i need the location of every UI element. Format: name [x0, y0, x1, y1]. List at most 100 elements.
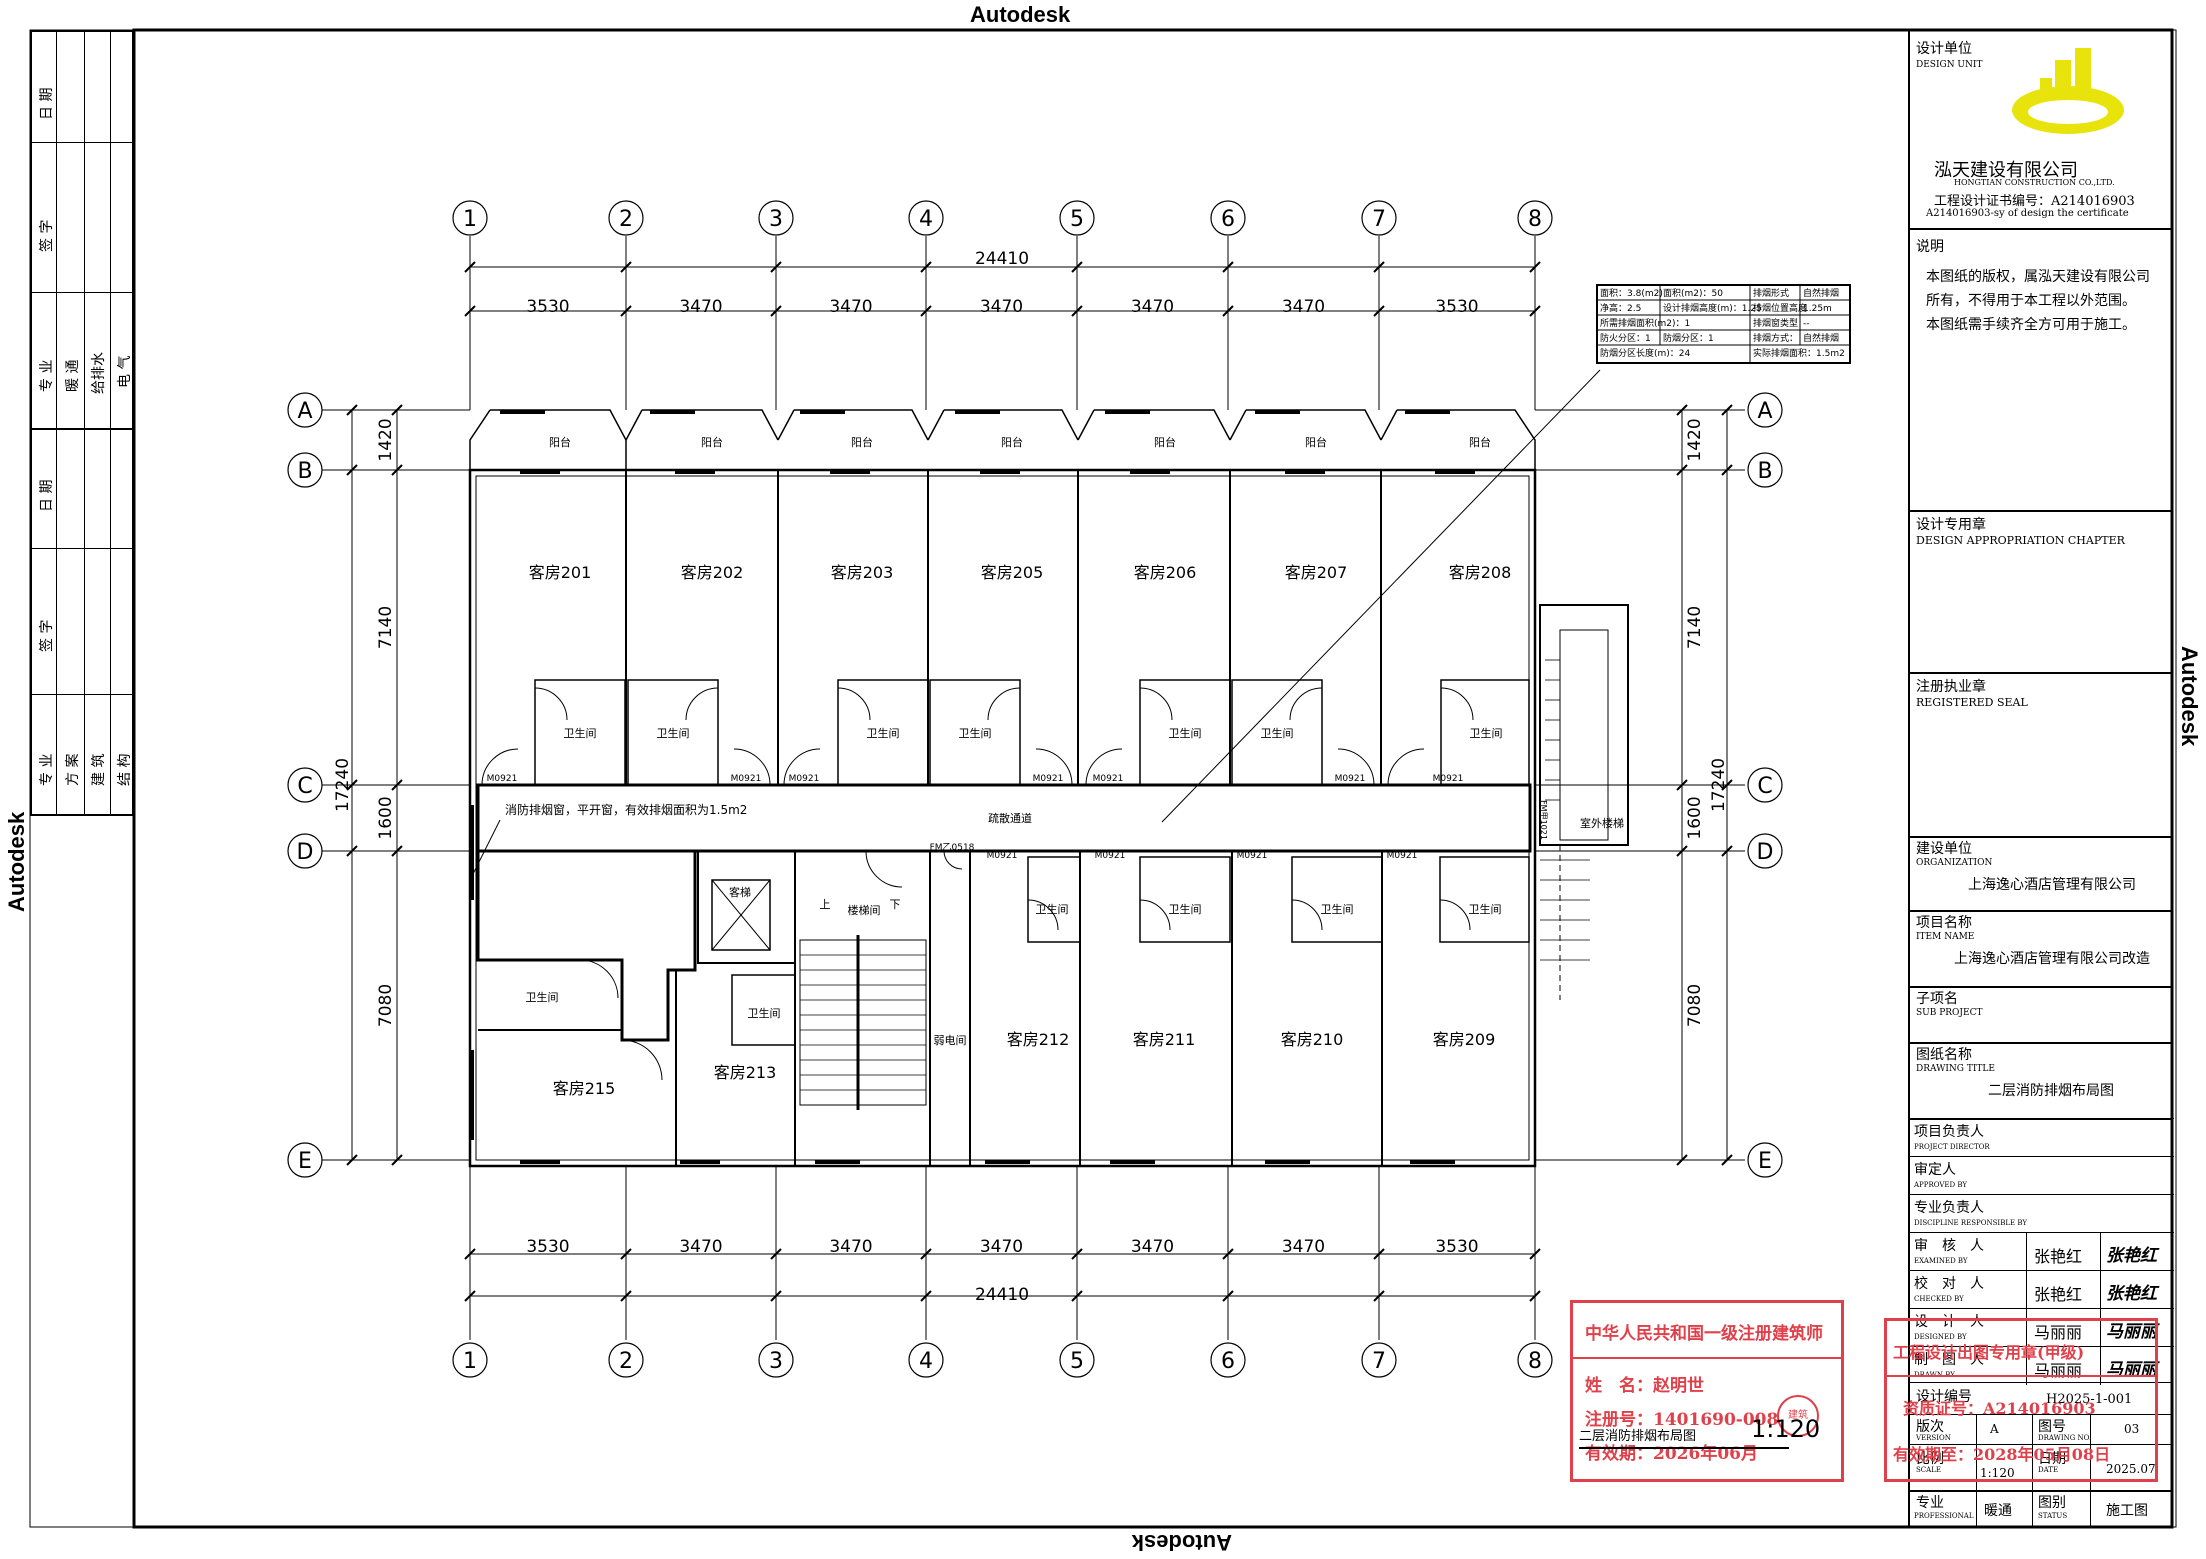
org-en: ORGANIZATION [1916, 858, 1993, 868]
role-title: 校 对 人 [1914, 1276, 1984, 1292]
sheet-label: 图号 [2038, 1419, 2066, 1435]
stamp2-line2: 资质证号：A214016903 [1903, 1399, 2096, 1418]
role-name: 马丽丽 [2034, 1323, 2083, 1342]
cert-number: 工程设计证书编号：A214016903 [1934, 194, 2135, 209]
org-value: 上海逸心酒店管理有限公司 [1968, 877, 2136, 893]
grid-bubble-left-C [287, 767, 323, 803]
role-name: 张艳红 [2034, 1247, 2083, 1266]
smoke-table-cell: 自然排烟 [1803, 287, 1839, 299]
grid-bubble-right-C [1747, 767, 1783, 803]
smoke-table-cell: 排烟窗类型 [1753, 317, 1798, 329]
bathroom-label: 卫生间 [1169, 726, 1202, 740]
door-label: M0921 [487, 774, 518, 784]
room-label-south: 客房210 [1281, 1030, 1344, 1049]
grid-bubble-left-E [287, 1142, 323, 1178]
grid-label-bottom: 5 [1070, 1349, 1084, 1374]
smoke-table-cell: 防烟分区长度(m)：24 [1600, 347, 1691, 359]
grid-label-top: 8 [1528, 207, 1542, 232]
grid-bubble-top-5 [1059, 200, 1095, 236]
chapter-en: DESIGN APPROPRIATION CHAPTER [1916, 534, 2125, 547]
door-label: M0921 [1237, 851, 1268, 861]
grid-label-top: 1 [463, 207, 477, 232]
code-label: 设计编号 [1916, 1389, 1972, 1405]
drawing-title-value: 二层消防排烟布局图 [1988, 1083, 2114, 1099]
smoke-table-cell: 排烟形式 [1753, 287, 1789, 299]
room-label-213: 客房213 [714, 1063, 777, 1082]
prof-en: PROFESSIONAL [1914, 1512, 1974, 1520]
door-label: M0921 [789, 774, 820, 784]
room-label-north: 客房205 [981, 563, 1044, 582]
balcony-label: 阳台 [1001, 435, 1023, 449]
stamp2-line1: 工程设计出图专用章(甲级) [1893, 1343, 2085, 1362]
dim-bottom-span: 3470 [1131, 1237, 1174, 1257]
smoke-table-cell: 所需排烟面积(m2)：1 [1600, 317, 1690, 329]
smoke-table-cell: 面积：3.8(m2) [1600, 287, 1663, 299]
smoke-table-cell: 净高：2.5 [1600, 302, 1641, 314]
door-label-fm: FM乙0518 [930, 842, 975, 853]
status-label: 图别 [2038, 1495, 2066, 1511]
grid-label-top: 5 [1070, 207, 1084, 232]
dim-top-span: 3530 [1435, 297, 1478, 317]
version-label: 版次 [1916, 1419, 1944, 1435]
room-label-north: 客房208 [1449, 563, 1512, 582]
dim-right-span: 7080 [1685, 984, 1705, 1027]
room-label-north: 客房202 [681, 563, 744, 582]
bathroom-label: 卫生间 [1036, 902, 1069, 916]
grid-bubble-bottom-4 [908, 1342, 944, 1378]
scale-value: 1:120 [1980, 1466, 2015, 1480]
smoke-table-cell: 设计排烟高度(m)：1.25 [1663, 302, 1762, 314]
role-title: 项目负责人 [1914, 1124, 1984, 1140]
grid-bubble-bottom-1 [452, 1342, 488, 1378]
bathroom-label: 卫生间 [564, 726, 597, 740]
door-label: M0921 [1033, 774, 1064, 784]
grid-label-right: C [1757, 774, 1772, 799]
grid-label-left: B [297, 459, 312, 484]
stair-label: 楼梯间 [848, 903, 881, 917]
grid-bubble-top-8 [1517, 200, 1553, 236]
version-en: VERSION [1916, 1434, 1951, 1442]
bathroom-label: 卫生间 [526, 990, 559, 1004]
scale-en: SCALE [1916, 1466, 1941, 1474]
watermark-top: Autodesk [970, 2, 1071, 27]
item-value: 上海逸心酒店管理有限公司改造 [1954, 951, 2150, 967]
role-title: 专业负责人 [1914, 1200, 1984, 1216]
weak-room-label: 弱电间 [934, 1034, 967, 1047]
dim-left-span: 1420 [376, 418, 396, 461]
notes-line-3: 本图纸需手续齐全方可用于施工。 [1926, 317, 2136, 333]
stamp-name: 姓 名：赵明世 [1585, 1376, 1704, 1396]
cert-en: A214016903-sy of design the certificate [1926, 208, 2129, 219]
dim-left-span: 7140 [376, 606, 396, 649]
grid-bubble-left-B [287, 452, 323, 488]
smoke-table-cell: 1.25m [1803, 304, 1832, 314]
smoke-table-cell: 排烟位置高度 [1753, 302, 1807, 314]
dim-overall-top: 24410 [975, 249, 1029, 269]
status-value: 施工图 [2106, 1503, 2148, 1519]
dim-top-span: 3470 [679, 297, 722, 317]
grid-label-bottom: 7 [1372, 1349, 1386, 1374]
prof-label: 专业 [1916, 1495, 1944, 1511]
door-label-stair: FM甲1021 [1539, 800, 1548, 840]
sub-label: 子项名 [1916, 991, 1958, 1007]
date-value: 2025.07 [2106, 1462, 2156, 1476]
grid-bubble-top-7 [1361, 200, 1397, 236]
grid-label-left: A [297, 399, 312, 424]
prof-value: 暖通 [1984, 1503, 2012, 1519]
balcony-label: 阳台 [1469, 435, 1491, 449]
dim-bottom-span: 3470 [1282, 1237, 1325, 1257]
corridor-label: 疏散通道 [988, 811, 1032, 825]
grid-label-left: D [297, 840, 314, 865]
grid-bubble-bottom-6 [1210, 1342, 1246, 1378]
company-name-en: HONGTIAN CONSTRUCTION CO.,LTD. [1954, 178, 2115, 187]
grid-label-right: D [1757, 840, 1774, 865]
room-label-south: 客房209 [1433, 1030, 1496, 1049]
notes-label: 说明 [1916, 239, 1944, 255]
role-title-en: PROJECT DIRECTOR [1914, 1143, 1990, 1151]
dim-top-span: 3530 [526, 297, 569, 317]
item-en: ITEM NAME [1916, 932, 1975, 942]
bathroom-label: 卫生间 [1470, 726, 1503, 740]
role-row: 项目负责人 PROJECT DIRECTOR [1910, 1118, 2174, 1156]
